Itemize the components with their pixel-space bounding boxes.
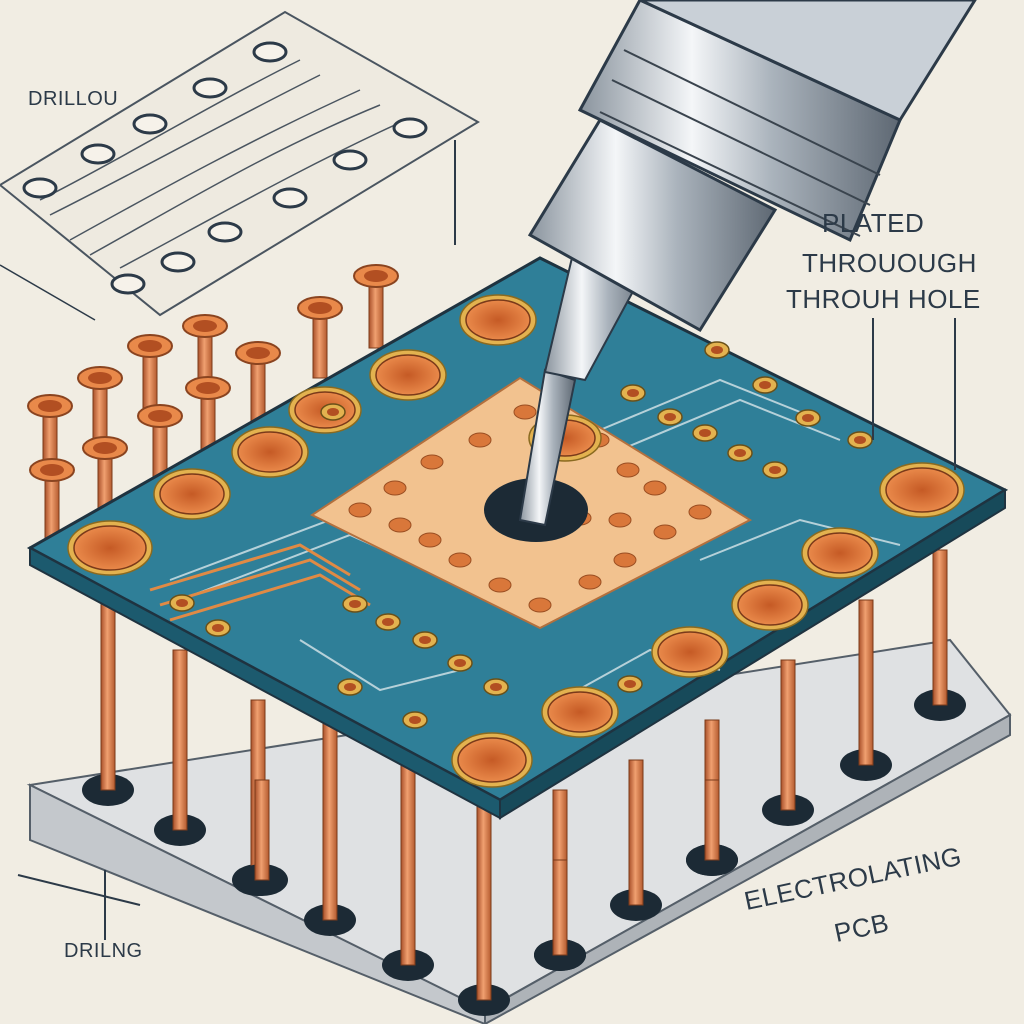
pad-via	[348, 502, 372, 518]
pad-via	[420, 454, 444, 470]
plated-hole-icon	[237, 431, 303, 473]
via-hole	[454, 659, 466, 667]
copper-pin-icon	[932, 549, 948, 706]
via-hole	[734, 449, 746, 457]
via-hole	[711, 346, 723, 354]
copper-pin-icon	[858, 599, 874, 766]
copper-pin-icon	[322, 719, 338, 921]
pad-via	[608, 512, 632, 528]
copper-pin-icon	[400, 759, 416, 966]
pin-top	[196, 382, 220, 394]
via-hole	[627, 389, 639, 397]
pin-top	[148, 410, 172, 422]
drill-bit-icon	[484, 0, 977, 542]
label-drilling: DRILNG	[64, 940, 143, 962]
via-hole	[344, 683, 356, 691]
via-hole	[664, 413, 676, 421]
pin-top	[38, 400, 62, 412]
copper-pins-left	[27, 264, 399, 549]
via-hole	[759, 381, 771, 389]
via-hole	[176, 599, 188, 607]
via-hole	[419, 636, 431, 644]
plated-hole-icon	[737, 584, 803, 626]
pad-vias	[348, 404, 712, 613]
copper-pin-icon	[780, 659, 796, 811]
pin-top	[138, 340, 162, 352]
pin-top	[308, 302, 332, 314]
plated-hole-icon	[457, 737, 527, 783]
label-plated-through-hole-line3: THROUH HOLE	[786, 284, 981, 314]
pad-via	[688, 504, 712, 520]
plated-hole-icon	[465, 299, 531, 341]
pin-top	[88, 372, 112, 384]
via-hole	[624, 680, 636, 688]
base-plate	[26, 638, 1012, 1024]
plated-hole-icon	[657, 631, 723, 673]
via-hole	[212, 624, 224, 632]
via-hole	[382, 618, 394, 626]
via-hole	[854, 436, 866, 444]
label-drill-top: DRILLOU	[28, 88, 119, 110]
pad-via	[468, 432, 492, 448]
pad-via	[643, 480, 667, 496]
pad-via	[653, 524, 677, 540]
pad-via	[488, 577, 512, 593]
pad-via	[613, 552, 637, 568]
pin-top	[40, 464, 64, 476]
pad-via	[448, 552, 472, 568]
plated-hole-icon	[885, 467, 959, 513]
via-hole	[409, 716, 421, 724]
plated-hole-icon	[73, 525, 147, 571]
pin-top	[364, 270, 388, 282]
plated-hole-icon	[547, 691, 613, 733]
via-hole	[490, 683, 502, 691]
pin-top	[193, 320, 217, 332]
leader-lines	[17, 318, 956, 940]
via-hole	[327, 408, 339, 416]
pad-via	[616, 462, 640, 478]
label-plated-through-hole-line2: THROUOUGH	[802, 248, 977, 278]
plated-hole-icon	[807, 532, 873, 574]
copper-pin-icon	[172, 649, 188, 831]
via-hole	[802, 414, 814, 422]
small-vias	[169, 341, 873, 729]
copper-pin-icon	[476, 799, 492, 1001]
pad-via	[578, 574, 602, 590]
pad-via	[513, 404, 537, 420]
copper-pin-icon	[628, 759, 644, 906]
pad-via	[383, 480, 407, 496]
via-hole	[769, 466, 781, 474]
via-hole	[349, 600, 361, 608]
sketch-board	[0, 10, 480, 321]
copper-pins-under-board	[82, 549, 966, 1016]
plated-hole-icon	[375, 354, 441, 396]
copper-pin-icon	[254, 779, 270, 881]
via-hole	[699, 429, 711, 437]
label-plated-through-hole-line1: PLATED	[822, 208, 925, 238]
copper-pin-icon	[552, 859, 568, 956]
copper-pin-icon	[704, 779, 720, 861]
pad-via	[388, 517, 412, 533]
plated-hole-icon	[159, 473, 225, 515]
pad-via	[528, 597, 552, 613]
pin-top	[246, 347, 270, 359]
pin-top	[93, 442, 117, 454]
pad-via	[418, 532, 442, 548]
